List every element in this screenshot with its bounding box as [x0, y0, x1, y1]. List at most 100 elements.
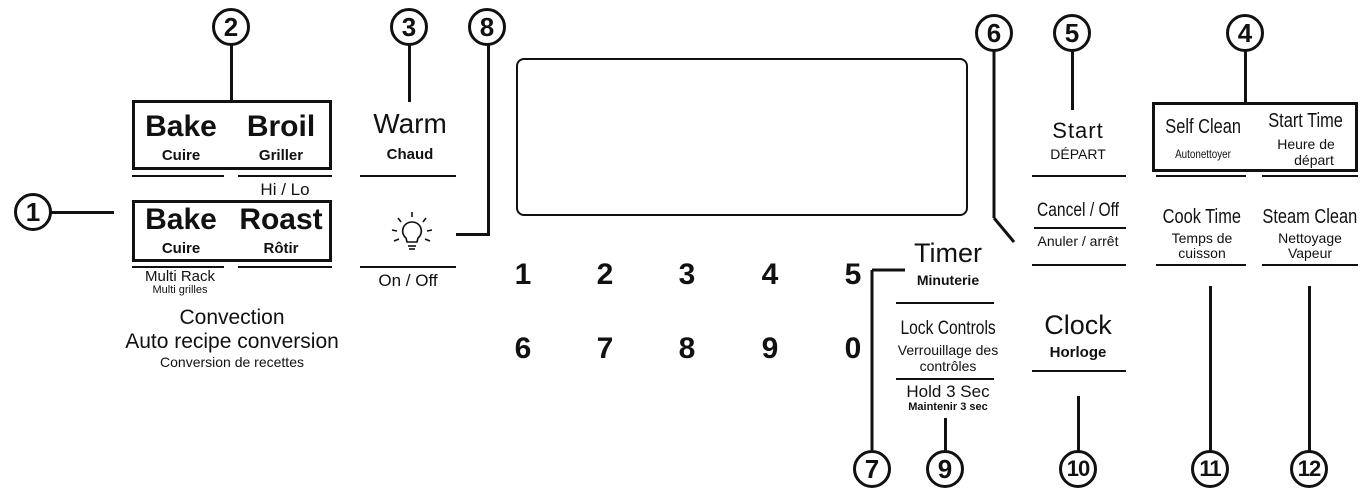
cook-time-button[interactable]: Cook Time — [1150, 206, 1254, 229]
callout-12: 12 — [1290, 450, 1328, 488]
leader-2 — [230, 44, 233, 102]
light-underline — [360, 266, 456, 268]
leader-1 — [50, 211, 114, 214]
multi-rack-french-label: Multi grilles — [152, 284, 208, 296]
clock-french-label: Horloge — [1049, 344, 1107, 361]
callout-10: 10 — [1059, 450, 1097, 488]
bake-french-label: Cuire — [161, 147, 201, 164]
callout-1: 1 — [14, 193, 52, 231]
cook-time-french-1: Temps de — [1171, 230, 1233, 246]
callout-11: 11 — [1191, 450, 1229, 488]
lightbulb-icon[interactable] — [388, 210, 436, 262]
bake-broil-panel — [132, 100, 332, 170]
leader-5 — [1071, 48, 1074, 110]
leader-9 — [944, 418, 947, 452]
lock-controls-label: Lock Controls — [900, 318, 996, 339]
key-0[interactable]: 0 — [844, 332, 862, 365]
convection-bake-button[interactable]: Bake — [145, 203, 217, 236]
self-clean-underline — [1156, 175, 1246, 177]
convection-bake-french-label: Cuire — [161, 240, 201, 257]
hi-lo-label: Hi / Lo — [260, 180, 310, 199]
start-time-underline — [1262, 175, 1358, 177]
timer-french-label: Minuterie — [916, 272, 980, 288]
key-5[interactable]: 5 — [844, 258, 862, 291]
leader-8-vertical — [487, 44, 490, 236]
cancel-off-label: Cancel / Off — [1036, 200, 1119, 221]
lock-controls-button[interactable]: Lock Controls — [874, 318, 1022, 340]
warm-french-label: Chaud — [386, 146, 434, 163]
cancel-underline — [1032, 264, 1126, 266]
steam-clean-button[interactable]: Steam Clean — [1252, 206, 1368, 229]
leader-10 — [1077, 396, 1080, 452]
callout-6: 6 — [975, 14, 1013, 52]
start-french-label: DÉPART — [1050, 146, 1106, 162]
convection-roast-button[interactable]: Roast — [239, 203, 323, 236]
key-7[interactable]: 7 — [596, 332, 614, 365]
auto-recipe-french-label: Conversion de recettes — [160, 354, 304, 370]
clock-button[interactable]: Clock — [1044, 310, 1112, 340]
self-clean-label: Self Clean — [1165, 116, 1241, 138]
convection-title: Convection — [179, 306, 285, 329]
leader-6 — [992, 48, 1016, 243]
start-underline — [1032, 175, 1126, 177]
self-clean-panel — [1152, 102, 1358, 172]
leader-11 — [1209, 286, 1212, 452]
key-6[interactable]: 6 — [514, 332, 532, 365]
steam-clean-underline — [1262, 264, 1358, 266]
self-clean-button[interactable]: Self Clean — [1154, 116, 1252, 139]
key-3[interactable]: 3 — [678, 258, 696, 291]
start-button[interactable]: Start — [1052, 118, 1104, 143]
callout-7: 7 — [853, 450, 891, 488]
start-time-button[interactable]: Start Time — [1254, 110, 1358, 133]
key-2[interactable]: 2 — [596, 258, 614, 291]
cook-time-underline — [1156, 264, 1246, 266]
cook-time-label: Cook Time — [1162, 206, 1242, 228]
leader-4 — [1244, 48, 1247, 104]
auto-recipe-conversion-label: Auto recipe conversion — [125, 330, 339, 353]
leader-7 — [870, 268, 905, 450]
multi-rack-label: Multi Rack — [144, 268, 215, 285]
convection-bake-underline — [132, 266, 224, 268]
oven-display — [516, 58, 968, 216]
lock-controls-french-2: contrôles — [919, 358, 977, 374]
callout-5: 5 — [1053, 14, 1091, 52]
start-time-french-2: départ — [1294, 152, 1334, 168]
bake-button[interactable]: Bake — [145, 110, 217, 143]
hold-3-sec-french-label: Maintenir 3 sec — [908, 401, 988, 413]
bake-underline — [132, 175, 224, 177]
steam-clean-label: Steam Clean — [1262, 206, 1358, 228]
key-9[interactable]: 9 — [761, 332, 779, 365]
convection-panel — [132, 200, 332, 262]
warm-underline — [360, 175, 456, 177]
callout-2: 2 — [212, 8, 250, 46]
convection-roast-underline — [238, 266, 332, 268]
callout-9: 9 — [926, 450, 964, 488]
key-4[interactable]: 4 — [761, 258, 779, 291]
broil-underline — [238, 175, 332, 177]
on-off-label: On / Off — [378, 271, 438, 290]
key-1[interactable]: 1 — [514, 258, 532, 291]
cancel-french-label: Anuler / arrêt — [1037, 233, 1119, 249]
key-8[interactable]: 8 — [678, 332, 696, 365]
callout-8: 8 — [468, 8, 506, 46]
leader-3 — [408, 44, 411, 102]
steam-clean-french-1: Nettoyage — [1278, 230, 1342, 246]
lock-controls-french-1: Verrouillage des — [897, 342, 999, 358]
callout-3: 3 — [390, 8, 428, 46]
cook-time-french-2: cuisson — [1178, 245, 1226, 261]
broil-french-label: Griller — [258, 147, 304, 164]
warm-button[interactable]: Warm — [373, 108, 447, 139]
lock-underline — [896, 378, 994, 380]
start-time-french-1: Heure de — [1277, 136, 1335, 152]
broil-button[interactable]: Broil — [246, 110, 316, 143]
callout-4: 4 — [1226, 14, 1264, 52]
cancel-mid-rule — [1034, 227, 1126, 229]
convection-roast-french-label: Rôtir — [263, 240, 299, 257]
leader-12 — [1308, 286, 1311, 452]
clock-underline — [1032, 370, 1126, 372]
cancel-off-button[interactable]: Cancel / Off — [1016, 200, 1140, 222]
steam-clean-french-2: Vapeur — [1287, 245, 1333, 261]
start-time-label: Start Time — [1268, 110, 1344, 132]
timer-button[interactable]: Timer — [914, 238, 982, 268]
self-clean-french-label: Autonettoyer — [1175, 147, 1231, 161]
